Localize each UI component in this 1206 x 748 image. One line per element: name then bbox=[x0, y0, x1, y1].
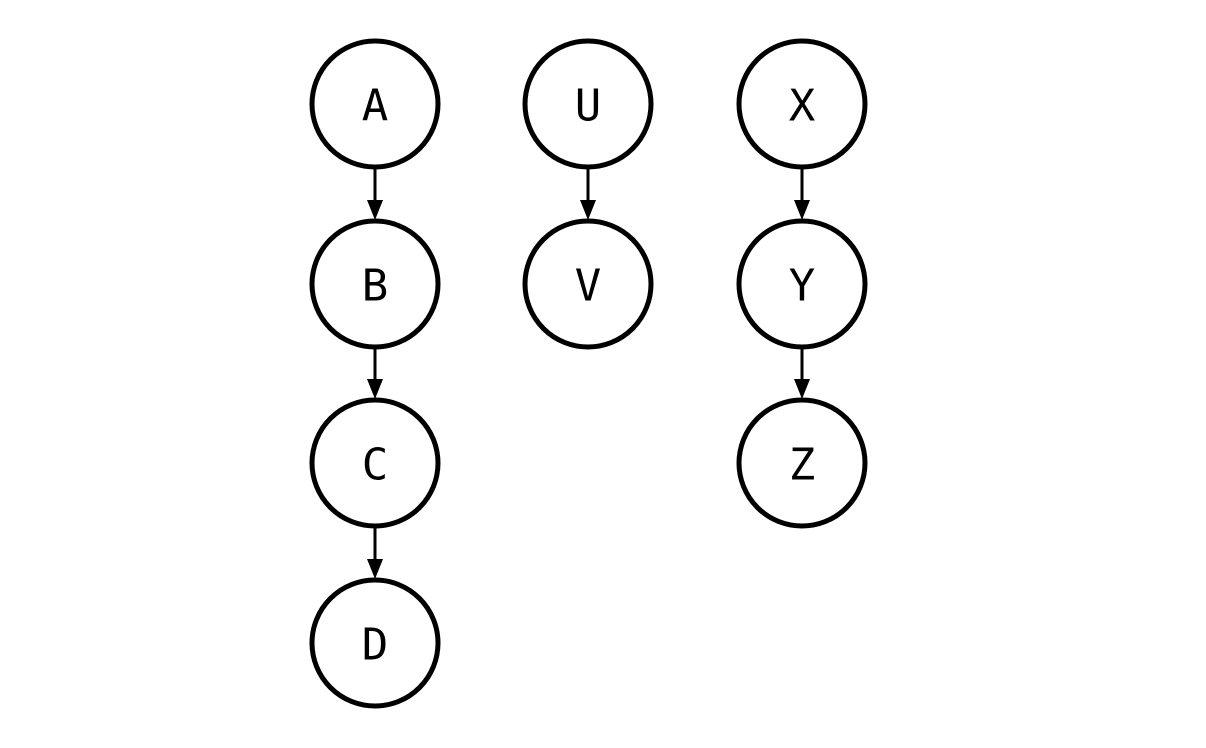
node-circle bbox=[736, 218, 868, 350]
edge-a-b bbox=[367, 169, 383, 220]
arrowhead-icon bbox=[367, 559, 383, 579]
node-circle bbox=[736, 397, 868, 529]
node-y: Y bbox=[736, 218, 868, 350]
node-circle bbox=[309, 577, 441, 709]
edge-c-d bbox=[367, 528, 383, 579]
node-u: U bbox=[522, 38, 654, 170]
node-circle bbox=[522, 218, 654, 350]
node-circle bbox=[309, 218, 441, 350]
nodes-layer: A B C D U V X Y Z bbox=[309, 38, 868, 709]
node-label: Z bbox=[789, 440, 816, 491]
node-c: C bbox=[309, 397, 441, 529]
node-label: X bbox=[789, 81, 816, 132]
node-circle bbox=[736, 38, 868, 170]
node-label: C bbox=[362, 440, 389, 491]
arrowhead-icon bbox=[794, 379, 810, 399]
node-label: V bbox=[575, 261, 602, 312]
node-circle bbox=[522, 38, 654, 170]
node-b: B bbox=[309, 218, 441, 350]
node-circle bbox=[309, 38, 441, 170]
node-label: U bbox=[575, 81, 602, 132]
node-label: Y bbox=[789, 261, 816, 312]
node-d: D bbox=[309, 577, 441, 709]
edge-x-y bbox=[794, 169, 810, 220]
node-label: A bbox=[362, 81, 389, 132]
node-label: D bbox=[362, 620, 389, 671]
edge-y-z bbox=[794, 349, 810, 399]
arrowhead-icon bbox=[794, 200, 810, 220]
node-z: Z bbox=[736, 397, 868, 529]
node-x: X bbox=[736, 38, 868, 170]
edge-u-v bbox=[580, 169, 596, 220]
node-label: B bbox=[362, 261, 389, 312]
arrowhead-icon bbox=[367, 200, 383, 220]
arrowhead-icon bbox=[580, 200, 596, 220]
edges-layer bbox=[367, 169, 810, 579]
node-circle bbox=[309, 397, 441, 529]
node-a: A bbox=[309, 38, 441, 170]
edge-b-c bbox=[367, 349, 383, 399]
node-v: V bbox=[522, 218, 654, 350]
arrowhead-icon bbox=[367, 379, 383, 399]
